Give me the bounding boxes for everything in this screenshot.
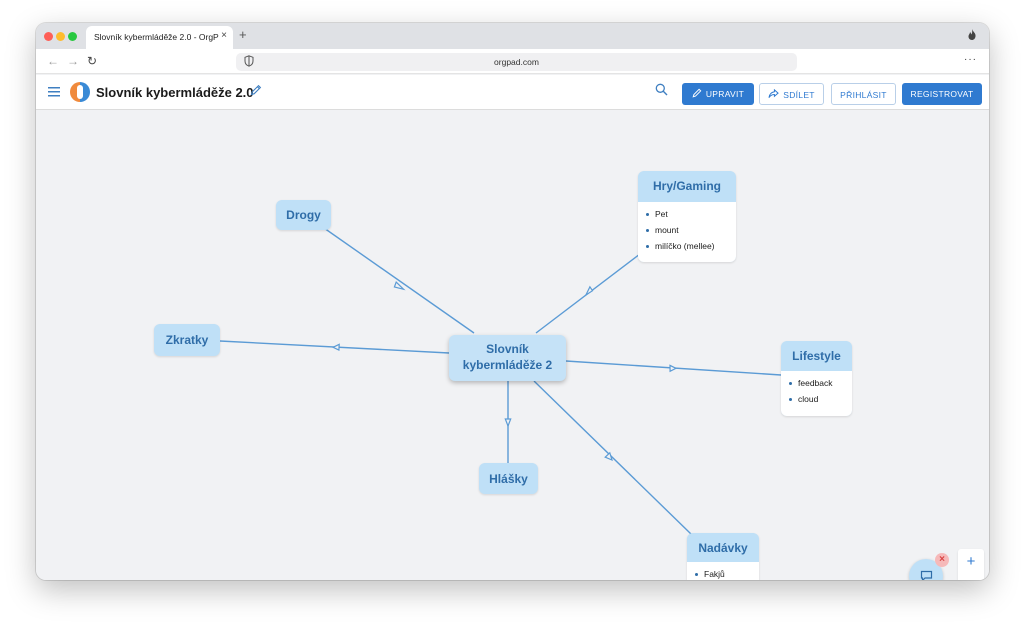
- node-nadavky[interactable]: Nadávky Fakjů: [687, 533, 759, 580]
- list-item: milíčko (mellee): [638, 238, 736, 254]
- share-button[interactable]: SDÍLET: [759, 83, 824, 105]
- center-node[interactable]: Slovník kybermláděže 2: [449, 335, 566, 381]
- center-node-title: Slovník kybermláděže 2: [462, 342, 553, 372]
- flame-icon[interactable]: [967, 29, 977, 43]
- tab-bar: Slovník kybermláděže 2.0 - OrgPad × +: [36, 23, 989, 49]
- arrowhead-zkratky: [331, 343, 340, 352]
- node-lifestyle-title: Lifestyle: [792, 349, 841, 363]
- document-title: Slovník kybermláděže 2.0: [96, 85, 254, 100]
- search-icon[interactable]: [655, 83, 668, 99]
- node-lifestyle[interactable]: Lifestyle feedback cloud: [781, 341, 852, 416]
- edit-button[interactable]: UPRAVIT: [682, 83, 754, 105]
- minimize-window-button[interactable]: [56, 32, 65, 41]
- rename-pencil-icon[interactable]: [250, 84, 262, 99]
- link-to-drogy: [323, 227, 475, 334]
- reload-icon[interactable]: ↻: [87, 54, 98, 68]
- maximize-window-button[interactable]: [68, 32, 77, 41]
- arrowhead-hlasky: [504, 418, 512, 428]
- node-gaming[interactable]: Hry/Gaming Pet mount milíčko (mellee): [638, 171, 736, 262]
- browser-toolbar: ← → ↻ orgpad.com ···: [36, 49, 989, 74]
- hamburger-menu-icon[interactable]: [48, 84, 60, 101]
- chat-close-icon[interactable]: ×: [935, 553, 949, 567]
- list-item: cloud: [781, 391, 852, 407]
- node-nadavky-title: Nadávky: [698, 541, 748, 555]
- arrowhead-lifestyle: [669, 364, 678, 373]
- close-window-button[interactable]: [44, 32, 53, 41]
- share-button-label: SDÍLET: [783, 90, 815, 100]
- arrowhead-drogy: [393, 281, 406, 291]
- tab-title: Slovník kybermláděže 2.0 - OrgPad: [94, 32, 219, 42]
- list-item: feedback: [781, 375, 852, 391]
- browser-tab[interactable]: Slovník kybermláděže 2.0 - OrgPad ×: [86, 26, 233, 49]
- edit-button-label: UPRAVIT: [705, 89, 745, 99]
- login-button-label: PŘIHLÁSIT: [840, 90, 887, 100]
- address-bar[interactable]: orgpad.com: [236, 53, 797, 71]
- tab-close-icon[interactable]: ×: [221, 30, 227, 41]
- node-gaming-list: Pet mount milíčko (mellee): [638, 202, 736, 262]
- forward-arrow-icon[interactable]: →: [67, 54, 79, 68]
- node-hlasky[interactable]: Hlášky: [479, 463, 538, 494]
- connection-lines: [219, 227, 782, 535]
- node-nadavky-list: Fakjů: [687, 562, 759, 580]
- shield-icon[interactable]: [244, 55, 254, 70]
- zoom-controls: + −: [958, 549, 984, 580]
- list-item: mount: [638, 222, 736, 238]
- register-button[interactable]: REGISTROVAT: [902, 83, 982, 105]
- orgpad-logo-icon[interactable]: [70, 82, 90, 102]
- node-zkratky-title: Zkratky: [165, 333, 209, 347]
- list-item: Fakjů: [687, 566, 759, 580]
- register-button-label: REGISTROVAT: [910, 89, 974, 99]
- app-header: Slovník kybermláděže 2.0 UPRAVIT SDÍLET …: [36, 75, 989, 110]
- node-drogy[interactable]: Drogy: [276, 200, 331, 230]
- node-hlasky-title: Hlášky: [489, 472, 528, 486]
- login-button[interactable]: PŘIHLÁSIT: [831, 83, 896, 105]
- more-menu-icon[interactable]: ···: [964, 54, 977, 65]
- link-to-nadavky: [533, 380, 692, 535]
- node-drogy-title: Drogy: [286, 208, 321, 222]
- chat-icon: [920, 570, 932, 580]
- back-arrow-icon[interactable]: ←: [47, 54, 59, 68]
- list-item: Pet: [638, 206, 736, 222]
- node-zkratky[interactable]: Zkratky: [154, 324, 220, 356]
- node-gaming-title: Hry/Gaming: [652, 179, 721, 193]
- arrowhead-gaming: [584, 285, 594, 297]
- zoom-out-button[interactable]: −: [958, 575, 984, 580]
- arrowhead-nadavky: [604, 451, 613, 462]
- zoom-in-button[interactable]: +: [966, 553, 976, 570]
- new-tab-button[interactable]: +: [239, 27, 247, 42]
- node-lifestyle-list: feedback cloud: [781, 371, 852, 416]
- map-canvas[interactable]: Slovník kybermláděže 2 Drogy Zkratky Hlá…: [36, 111, 989, 580]
- browser-window: Slovník kybermláděže 2.0 - OrgPad × + ← …: [36, 23, 989, 580]
- url-text: orgpad.com: [494, 57, 539, 67]
- chat-button[interactable]: [909, 559, 943, 580]
